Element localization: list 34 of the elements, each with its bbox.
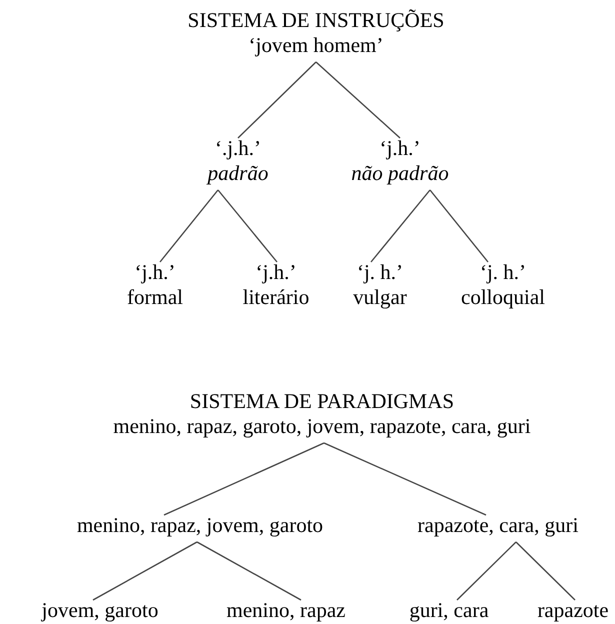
term-label: ‘jovem homem’ [248,33,384,58]
tree-branch-line [370,190,430,262]
term-label: rapazote [537,598,609,623]
term-label: não padrão [351,161,449,186]
term-label: jovem, garoto [42,598,158,623]
term-label: literário [242,285,310,310]
tree-branch-line [92,541,198,601]
term-label: guri, cara [409,598,489,623]
term-label: colloquial [461,285,545,310]
tree-branch-line [160,190,218,262]
term-label: menino, rapaz, jovem, garoto [76,513,324,538]
tree-branch-line [430,190,488,262]
tree-branch-line [456,542,516,600]
tree-branch-line [218,190,278,262]
tree-heading: ‘j.h.’ [134,260,176,285]
tree-branch-line [238,62,316,138]
term-label: rapazote, cara, guri [418,513,578,538]
tree-branch-line [516,542,576,600]
tree-branch-line [316,62,400,138]
tree-heading: SISTEMA DE INSTRUÇÕES [188,8,444,33]
tree-branch-line [196,541,302,601]
term-label: padrão [208,161,268,186]
term-label: formal [127,285,183,310]
tree-heading: ‘j.h.’ [378,136,422,161]
tree-branch-line [324,442,486,516]
term-label: menino, rapaz [226,598,346,623]
term-label: menino, rapaz, garoto, jovem, rapazote, cara, guri [113,414,531,439]
tree-heading: ‘.j.h.’ [214,136,262,161]
term-label: vulgar [353,285,407,310]
tree-heading: ‘j.h.’ [254,260,298,285]
tree-branch-line [164,442,324,516]
tree-heading: ‘j. h.’ [478,260,528,285]
tree-heading: SISTEMA DE PARADIGMAS [188,389,456,414]
tree-heading: ‘j. h.’ [356,260,404,285]
